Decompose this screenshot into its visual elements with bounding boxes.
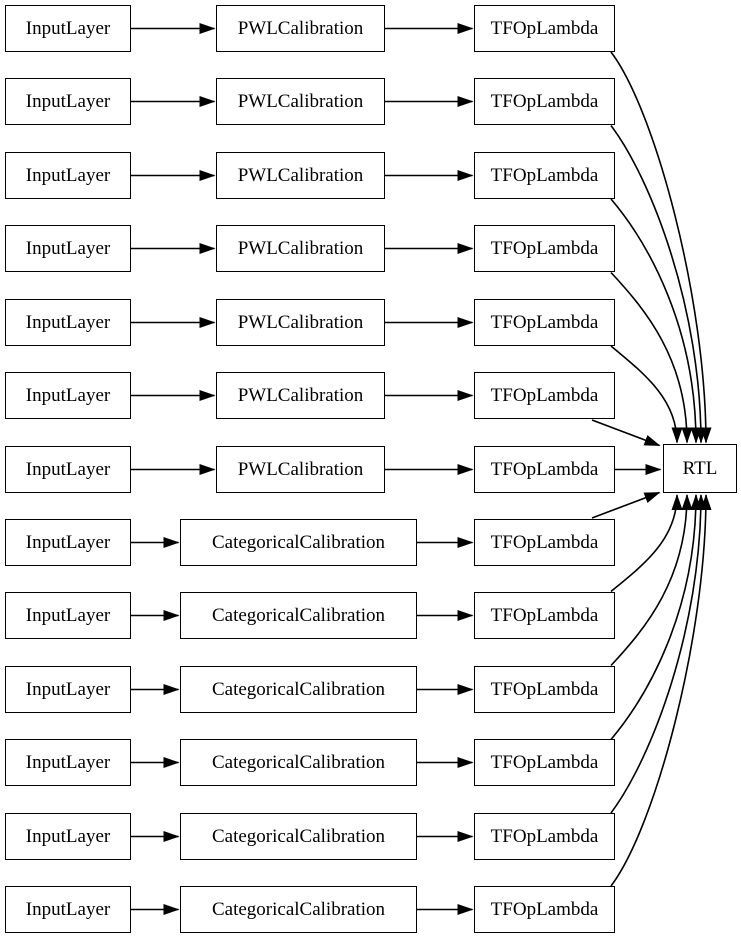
node-inputlayer-12: InputLayer [5, 813, 131, 860]
node-pwlcalibration-6: PWLCalibration [216, 372, 385, 419]
edge-lambda-to-rtl-2 [610, 125, 707, 444]
node-pwlcalibration-2: PWLCalibration [216, 78, 385, 125]
node-tfoplambda-11: TFOpLambda [474, 739, 615, 786]
node-categoricalcalibration-13: CategoricalCalibration [180, 886, 417, 933]
node-tfoplambda-5: TFOpLambda [474, 299, 615, 346]
node-tfoplambda-12: TFOpLambda [474, 813, 615, 860]
node-tfoplambda-2: TFOpLambda [474, 78, 615, 125]
node-pwlcalibration-1: PWLCalibration [216, 5, 385, 52]
node-inputlayer-5: InputLayer [5, 299, 131, 346]
node-tfoplambda-4: TFOpLambda [474, 225, 615, 272]
node-tfoplambda-13: TFOpLambda [474, 886, 615, 933]
edge-lambda-to-rtl-13 [610, 494, 712, 887]
node-tfoplambda-1: TFOpLambda [474, 5, 615, 52]
node-inputlayer-11: InputLayer [5, 739, 131, 786]
edge-lambda-to-rtl-10 [610, 494, 693, 667]
node-inputlayer-7: InputLayer [5, 446, 131, 493]
node-tfoplambda-7: TFOpLambda [474, 446, 615, 493]
node-inputlayer-2: InputLayer [5, 78, 131, 125]
edge-lambda-to-rtl-8 [591, 491, 661, 519]
node-inputlayer-6: InputLayer [5, 372, 131, 419]
node-inputlayer-13: InputLayer [5, 886, 131, 933]
node-inputlayer-10: InputLayer [5, 666, 131, 713]
node-inputlayer-4: InputLayer [5, 225, 131, 272]
node-categoricalcalibration-11: CategoricalCalibration [180, 739, 417, 786]
edge-lambda-to-rtl-9 [610, 494, 683, 593]
node-inputlayer-3: InputLayer [5, 152, 131, 199]
edge-lambda-to-rtl-4 [610, 271, 693, 444]
node-tfoplambda-3: TFOpLambda [474, 152, 615, 199]
node-pwlcalibration-7: PWLCalibration [216, 446, 385, 493]
node-categoricalcalibration-8: CategoricalCalibration [180, 519, 417, 566]
node-pwlcalibration-5: PWLCalibration [216, 299, 385, 346]
node-pwlcalibration-4: PWLCalibration [216, 225, 385, 272]
edge-lambda-to-rtl-1 [610, 51, 712, 444]
edge-lambda-to-rtl-12 [610, 494, 707, 814]
edge-lambda-to-rtl-5 [610, 345, 683, 444]
edge-lambda-to-rtl-6 [591, 419, 661, 447]
node-categoricalcalibration-9: CategoricalCalibration [180, 592, 417, 639]
edge-lambda-to-rtl-11 [610, 494, 702, 741]
edge-lambda-to-rtl-3 [610, 198, 702, 444]
node-inputlayer-1: InputLayer [5, 5, 131, 52]
node-tfoplambda-9: TFOpLambda [474, 592, 615, 639]
node-inputlayer-8: InputLayer [5, 519, 131, 566]
node-inputlayer-9: InputLayer [5, 592, 131, 639]
node-pwlcalibration-3: PWLCalibration [216, 152, 385, 199]
node-tfoplambda-10: TFOpLambda [474, 666, 615, 713]
node-rtl: RTL [663, 444, 737, 493]
node-categoricalcalibration-12: CategoricalCalibration [180, 813, 417, 860]
node-categoricalcalibration-10: CategoricalCalibration [180, 666, 417, 713]
node-tfoplambda-8: TFOpLambda [474, 519, 615, 566]
node-tfoplambda-6: TFOpLambda [474, 372, 615, 419]
